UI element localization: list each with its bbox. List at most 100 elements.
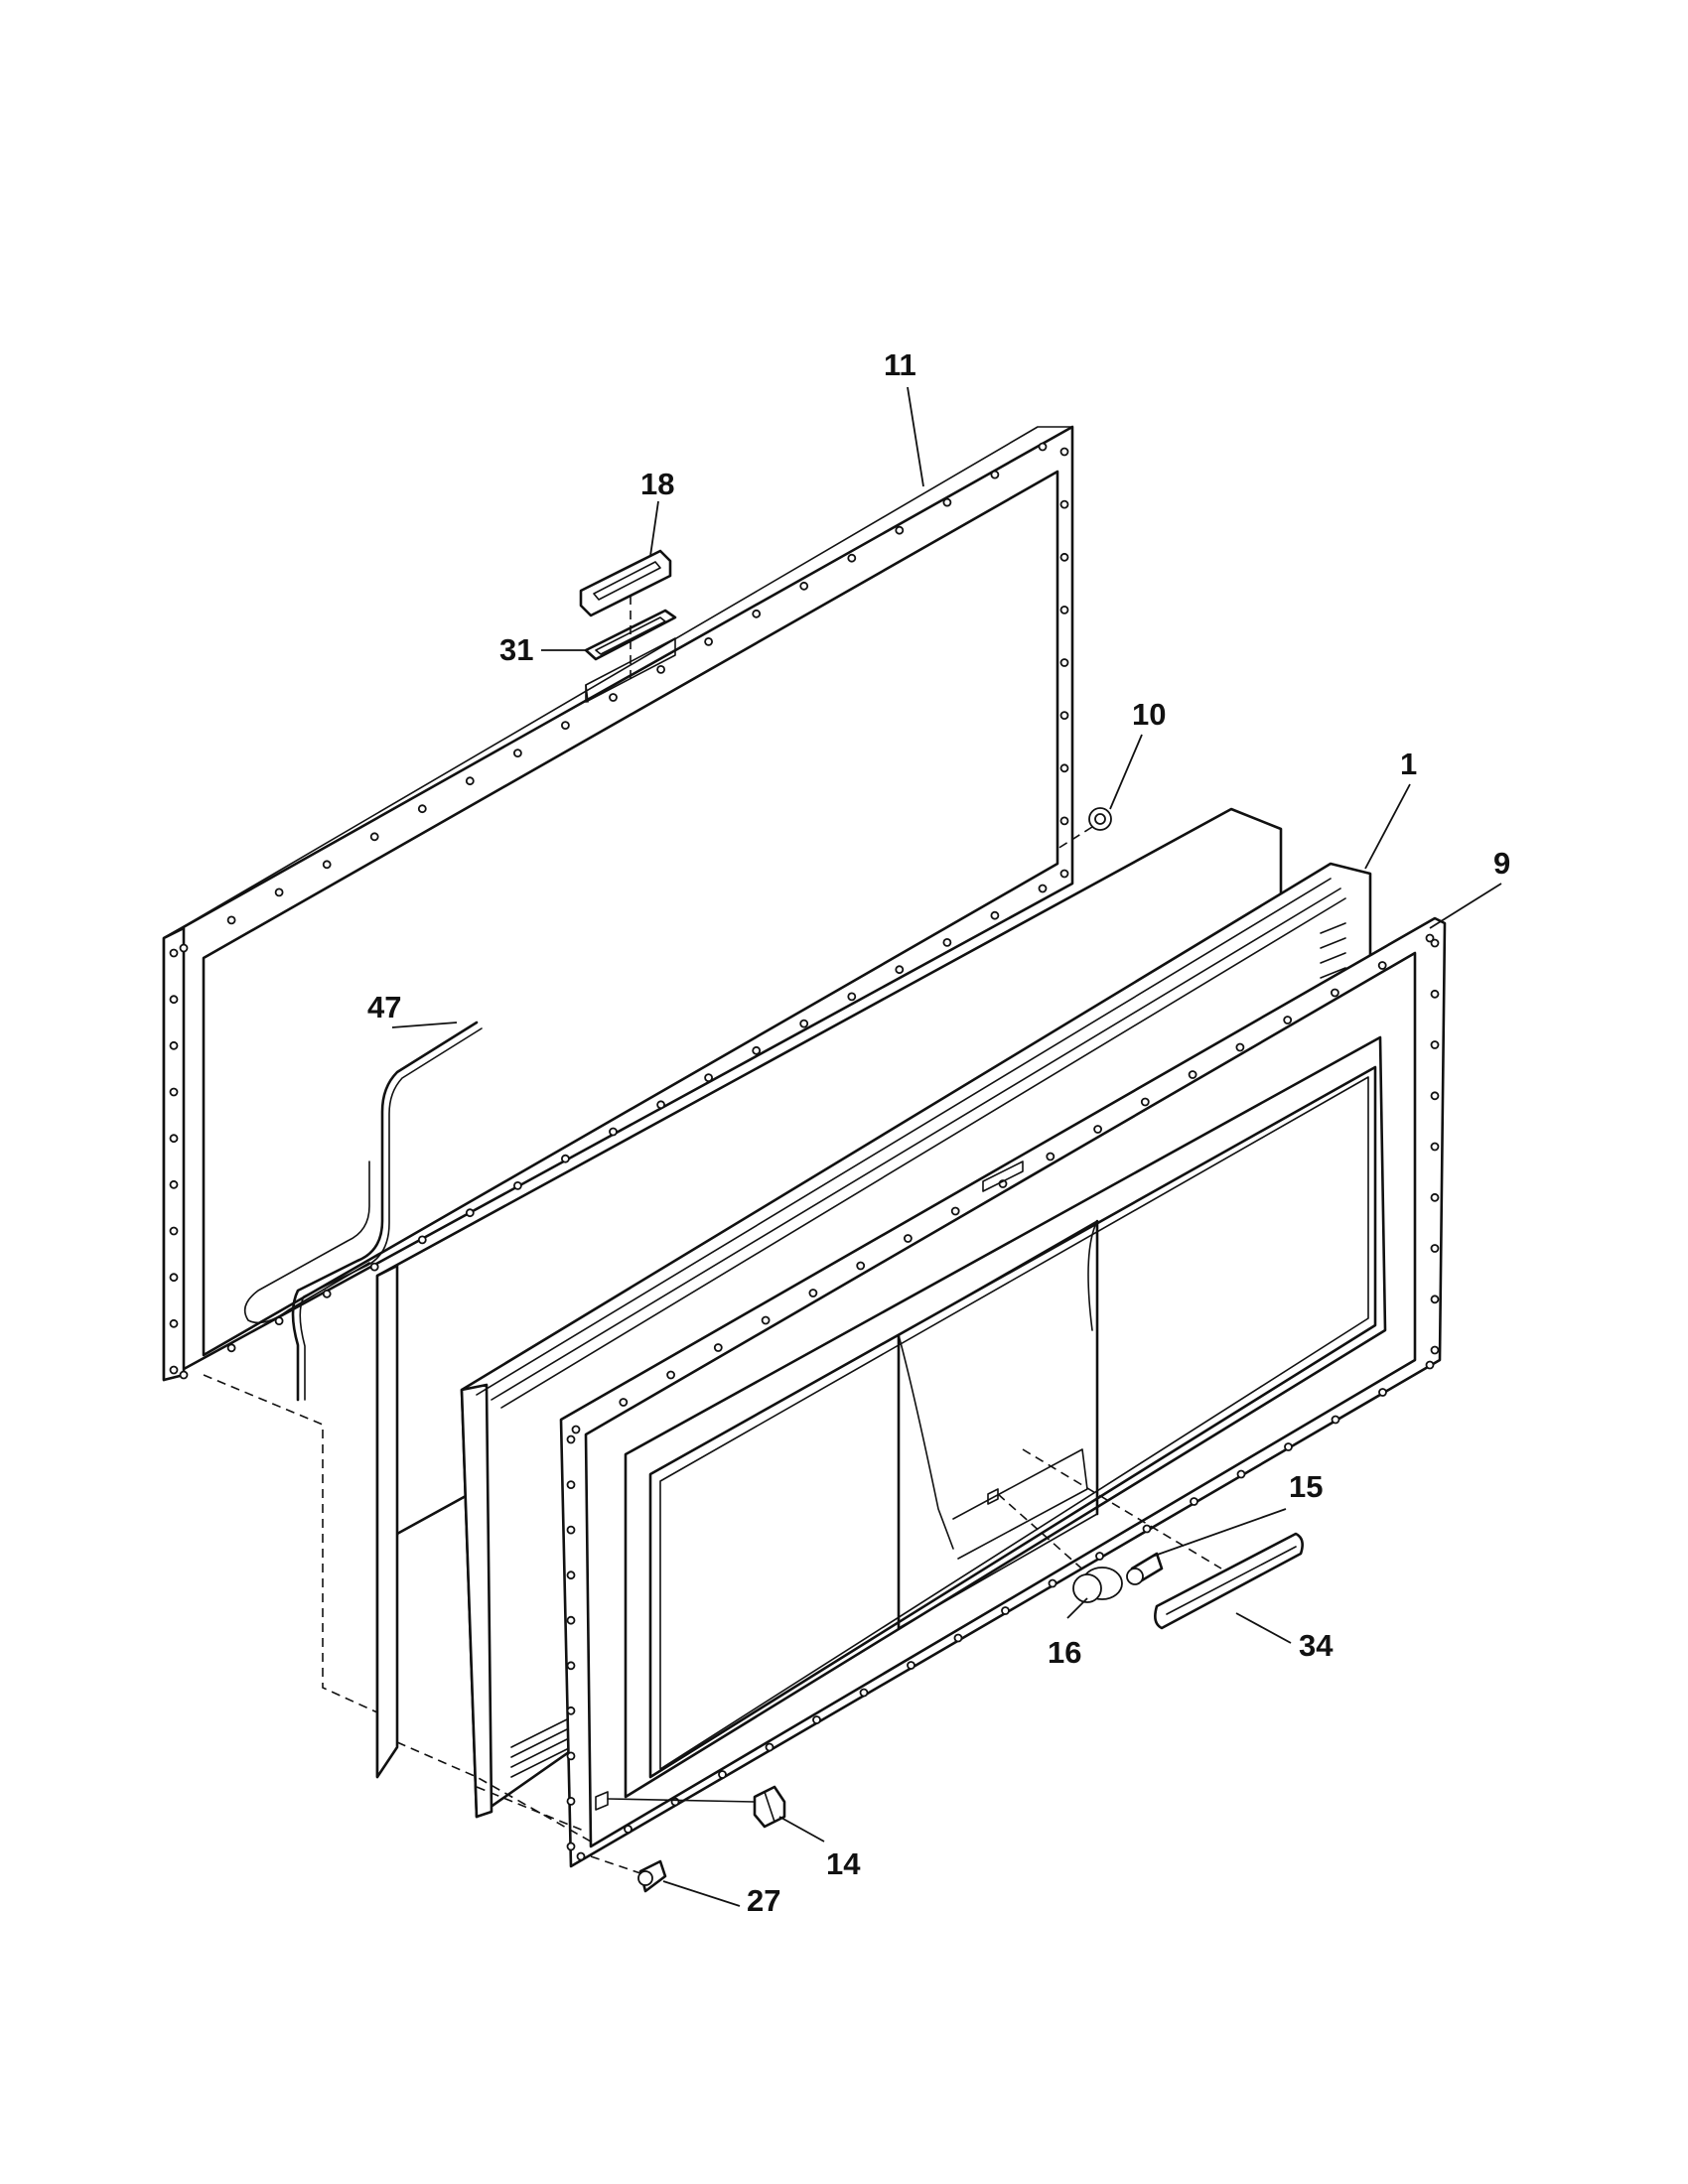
part-10-hinge-cap[interactable] [1088, 807, 1112, 831]
screw-hole [561, 721, 570, 730]
screw-hole [656, 1100, 665, 1110]
part-9-door-front[interactable] [559, 916, 1447, 1868]
screw-hole [1140, 1097, 1150, 1107]
screw-hole [1038, 884, 1048, 893]
assembly-dashed-lines [203, 1374, 644, 1875]
screw-hole [576, 1851, 586, 1861]
screw-hole [1430, 938, 1440, 948]
light-axis-2 [1022, 1448, 1222, 1570]
screw-hole [859, 1688, 869, 1698]
callout-47: 47 [367, 990, 401, 1024]
screw-hole [566, 1570, 576, 1580]
screw-hole [274, 887, 284, 897]
handle-recess [585, 637, 676, 703]
screw-hole [169, 1226, 179, 1236]
screw-hole [566, 1434, 576, 1444]
switch-leader [607, 1798, 756, 1803]
screw-hole [761, 1315, 771, 1325]
callout-31: 31 [499, 632, 533, 667]
screw-hole [713, 1343, 723, 1352]
screw-hole [169, 1040, 179, 1050]
screw-hole [1284, 1442, 1293, 1451]
screw-hole [1283, 1016, 1293, 1024]
part-11-gasket-frame[interactable] [162, 425, 1074, 1382]
screw-hole [624, 1825, 633, 1834]
callout-1: 1 [1400, 747, 1417, 781]
callout-11: 11 [884, 347, 916, 382]
leader-lines [391, 386, 1502, 1907]
screw-hole [1059, 869, 1069, 879]
screw-hole [169, 948, 179, 958]
screw-hole [369, 1262, 379, 1272]
screw-hole [322, 860, 332, 870]
screw-hole [1430, 989, 1440, 999]
part-27-screw[interactable] [637, 1859, 667, 1893]
screw-hole [1331, 988, 1339, 998]
screw-hole [1236, 1469, 1246, 1479]
screw-hole [1059, 763, 1069, 773]
screw-hole [1095, 1552, 1104, 1561]
callout-9: 9 [1493, 846, 1510, 881]
screw-hole [942, 938, 952, 947]
screw-hole [1190, 1497, 1198, 1506]
screw-hole [619, 1398, 629, 1407]
screw-hole [1188, 1070, 1197, 1079]
screw-hole [1430, 1040, 1440, 1049]
screw-hole [1430, 1244, 1440, 1253]
screw-hole [1059, 552, 1069, 562]
callout-labels: 11 18 31 10 1 9 47 15 16 34 14 27 [367, 347, 1510, 1918]
screw-hole [1430, 1142, 1440, 1152]
part-14-switch[interactable] [753, 1785, 786, 1829]
screw-hole [1430, 1091, 1440, 1101]
screw-hole [274, 1316, 284, 1325]
screw-hole [1093, 1125, 1102, 1134]
screw-hole [907, 1661, 915, 1670]
callout-16: 16 [1048, 1635, 1081, 1670]
screw-hole [1331, 1415, 1340, 1425]
screw-hole [571, 1425, 581, 1434]
hinge-axis [1056, 826, 1093, 850]
screw-hole [990, 470, 1000, 479]
screw-hole [465, 776, 475, 786]
screw-hole [561, 1154, 570, 1163]
screw-hole [566, 1842, 576, 1851]
callout-15: 15 [1289, 1469, 1323, 1504]
screw-hole [226, 915, 236, 925]
screw-hole [1377, 961, 1387, 970]
part-16-light-bulb[interactable] [1072, 1567, 1123, 1603]
screw-hole [799, 581, 809, 591]
part-47-heater-wire[interactable] [243, 1021, 483, 1402]
screw-hole [752, 1045, 762, 1055]
screw-hole [566, 1706, 576, 1715]
screw-hole [1046, 1152, 1055, 1161]
screw-hole [1059, 711, 1069, 720]
screw-hole [566, 1525, 576, 1535]
screw-hole [765, 1742, 774, 1752]
screw-hole [666, 1370, 675, 1380]
part-18-handle[interactable] [579, 549, 672, 617]
screw-hole [1038, 442, 1048, 452]
screw-hole [169, 1365, 179, 1375]
screw-hole [417, 804, 427, 814]
screw-hole [847, 553, 857, 563]
screw-hole [1425, 933, 1435, 943]
part-34-light-cover[interactable] [1154, 1532, 1304, 1630]
screw-hole [856, 1261, 866, 1271]
screw-hole [465, 1208, 475, 1218]
screw-hole [226, 1343, 236, 1353]
screw-hole [704, 637, 713, 646]
screw-hole [895, 965, 905, 975]
screw-hole [179, 1370, 189, 1380]
screw-hole [1059, 499, 1069, 509]
part-31-handle-gasket[interactable] [584, 609, 677, 661]
screw-hole [1430, 1295, 1440, 1304]
part-15-light-socket[interactable] [1126, 1552, 1164, 1585]
screw-hole [1430, 1345, 1440, 1355]
screw-hole [513, 749, 522, 757]
screw-hole [895, 525, 905, 535]
screw-hole [847, 992, 857, 1002]
screw-hole [942, 497, 952, 507]
screw-hole [1059, 816, 1069, 826]
screw-hole [169, 1134, 179, 1144]
